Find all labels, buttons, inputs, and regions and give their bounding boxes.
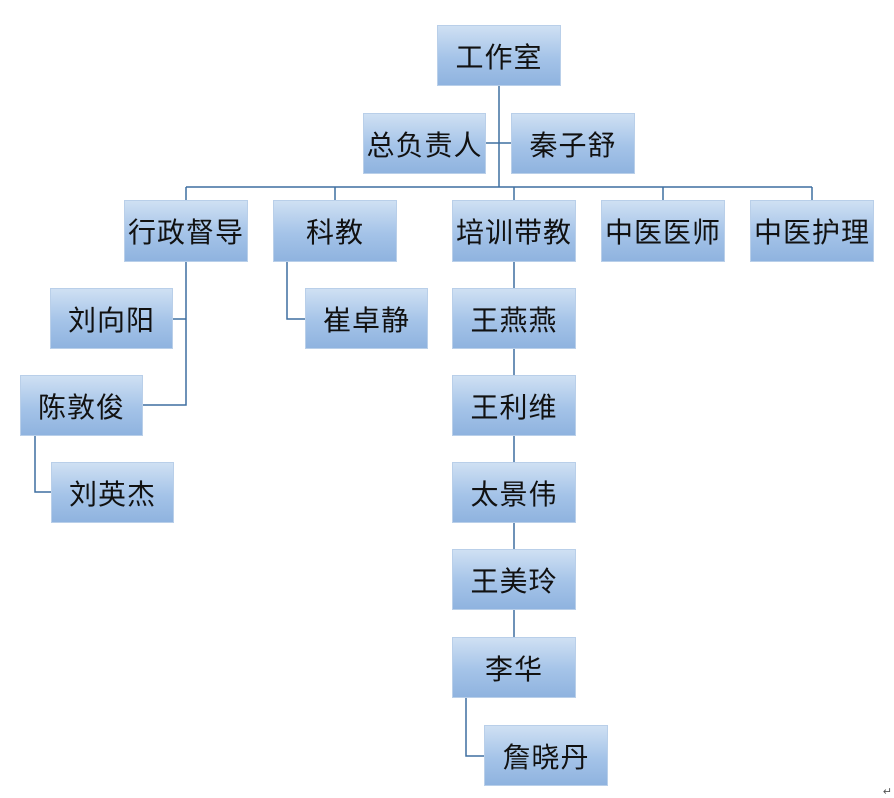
training-member-5-node: 李华 (452, 637, 576, 698)
dept-tcm-doctor-node: 中医医师 (601, 200, 725, 262)
admin-member-2-node: 陈敦俊 (20, 375, 143, 436)
training-member-3-node: 太景伟 (452, 462, 576, 523)
root-node: 工作室 (437, 25, 561, 86)
connector-training-sub (465, 698, 484, 757)
research-member-1-node: 崔卓静 (305, 288, 428, 349)
connector-admin-branch (143, 262, 187, 406)
admin-member-1-node: 刘向阳 (50, 288, 173, 349)
connector-admin-sub (34, 436, 51, 493)
dept-tcm-nursing-node: 中医护理 (750, 200, 874, 262)
head-title-node: 总负责人 (363, 113, 486, 174)
head-name-node: 秦子舒 (511, 113, 635, 174)
admin-member-2-sub-node: 刘英杰 (51, 462, 174, 523)
dept-admin-node: 行政督导 (124, 200, 248, 262)
connector-research-branch (286, 262, 305, 320)
paragraph-mark: ↵ (882, 785, 892, 798)
dept-training-node: 培训带教 (452, 200, 576, 262)
training-member-4-node: 王美玲 (452, 549, 576, 610)
training-member-5-sub-node: 詹晓丹 (484, 725, 608, 786)
dept-research-node: 科教 (273, 200, 397, 262)
training-member-1-node: 王燕燕 (452, 288, 576, 349)
training-member-2-node: 王利维 (452, 375, 576, 436)
